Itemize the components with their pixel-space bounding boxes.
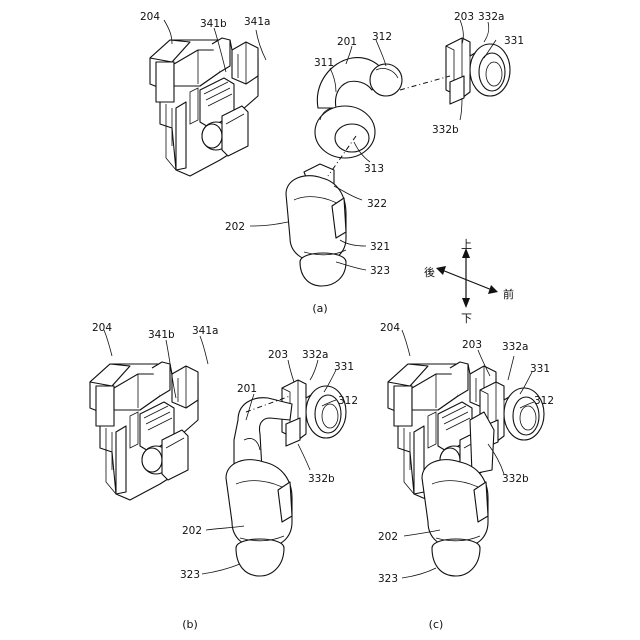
panel-c: 204 203 332a 331 312 332b 202 323 (c) [378,322,554,631]
label-202-b: 202 [182,525,202,537]
label-322-a: 322 [367,198,387,210]
label-341a-b: 341a [192,325,218,337]
label-332b-b: 332b [308,473,335,485]
direction-front: 前 [503,287,514,301]
label-312-b: 312 [338,395,358,407]
label-203-a: 203 [454,11,474,23]
label-341b-a: 341b [200,18,227,30]
axis-line-a1 [400,76,450,90]
base-module-204-b [90,362,198,500]
label-332a-a: 332a [478,11,504,23]
caption-b: (b) [182,618,198,631]
label-201-a: 201 [337,36,357,48]
label-204-a: 204 [140,11,160,23]
label-341a-a: 341a [244,16,270,28]
label-202-c: 202 [378,531,398,543]
label-331-a: 331 [504,35,524,47]
label-203-c: 203 [462,339,482,351]
label-321-a: 321 [370,241,390,253]
caption-a: (a) [312,302,327,315]
sleeve-203-b [282,380,346,446]
label-313-a: 313 [364,163,384,175]
capsule-202-a [286,164,346,286]
label-203-b: 203 [268,349,288,361]
label-323-c: 323 [378,573,398,585]
label-312-a: 312 [372,31,392,43]
direction-down: 下 [461,312,472,325]
label-332a-c: 332a [502,341,528,353]
label-204-c: 204 [380,322,400,334]
label-332b-c: 332b [502,473,529,485]
direction-indicator: 上 下 後 前 [424,238,514,325]
label-311-a: 311 [314,57,334,69]
arm-201-a [315,58,402,158]
sleeve-203-a [446,38,510,104]
direction-back: 後 [424,265,435,279]
label-323-a: 323 [370,265,390,277]
label-331-b: 331 [334,361,354,373]
label-332a-b: 332a [302,349,328,361]
base-module-204-a [150,38,258,176]
label-202-a: 202 [225,221,245,233]
label-204-b: 204 [92,322,112,334]
label-323-b: 323 [180,569,200,581]
panel-b: 204 341b 341a 201 203 332a 331 312 332b … [90,322,358,631]
panel-a: 204 341b 341a 201 312 311 313 203 332a 3… [140,11,524,325]
direction-up: 上 [461,238,472,251]
label-341b-b: 341b [148,329,175,341]
label-332b-a: 332b [432,124,459,136]
caption-c: (c) [429,618,444,631]
label-201-b: 201 [237,383,257,395]
label-312-c: 312 [534,395,554,407]
label-331-c: 331 [530,363,550,375]
